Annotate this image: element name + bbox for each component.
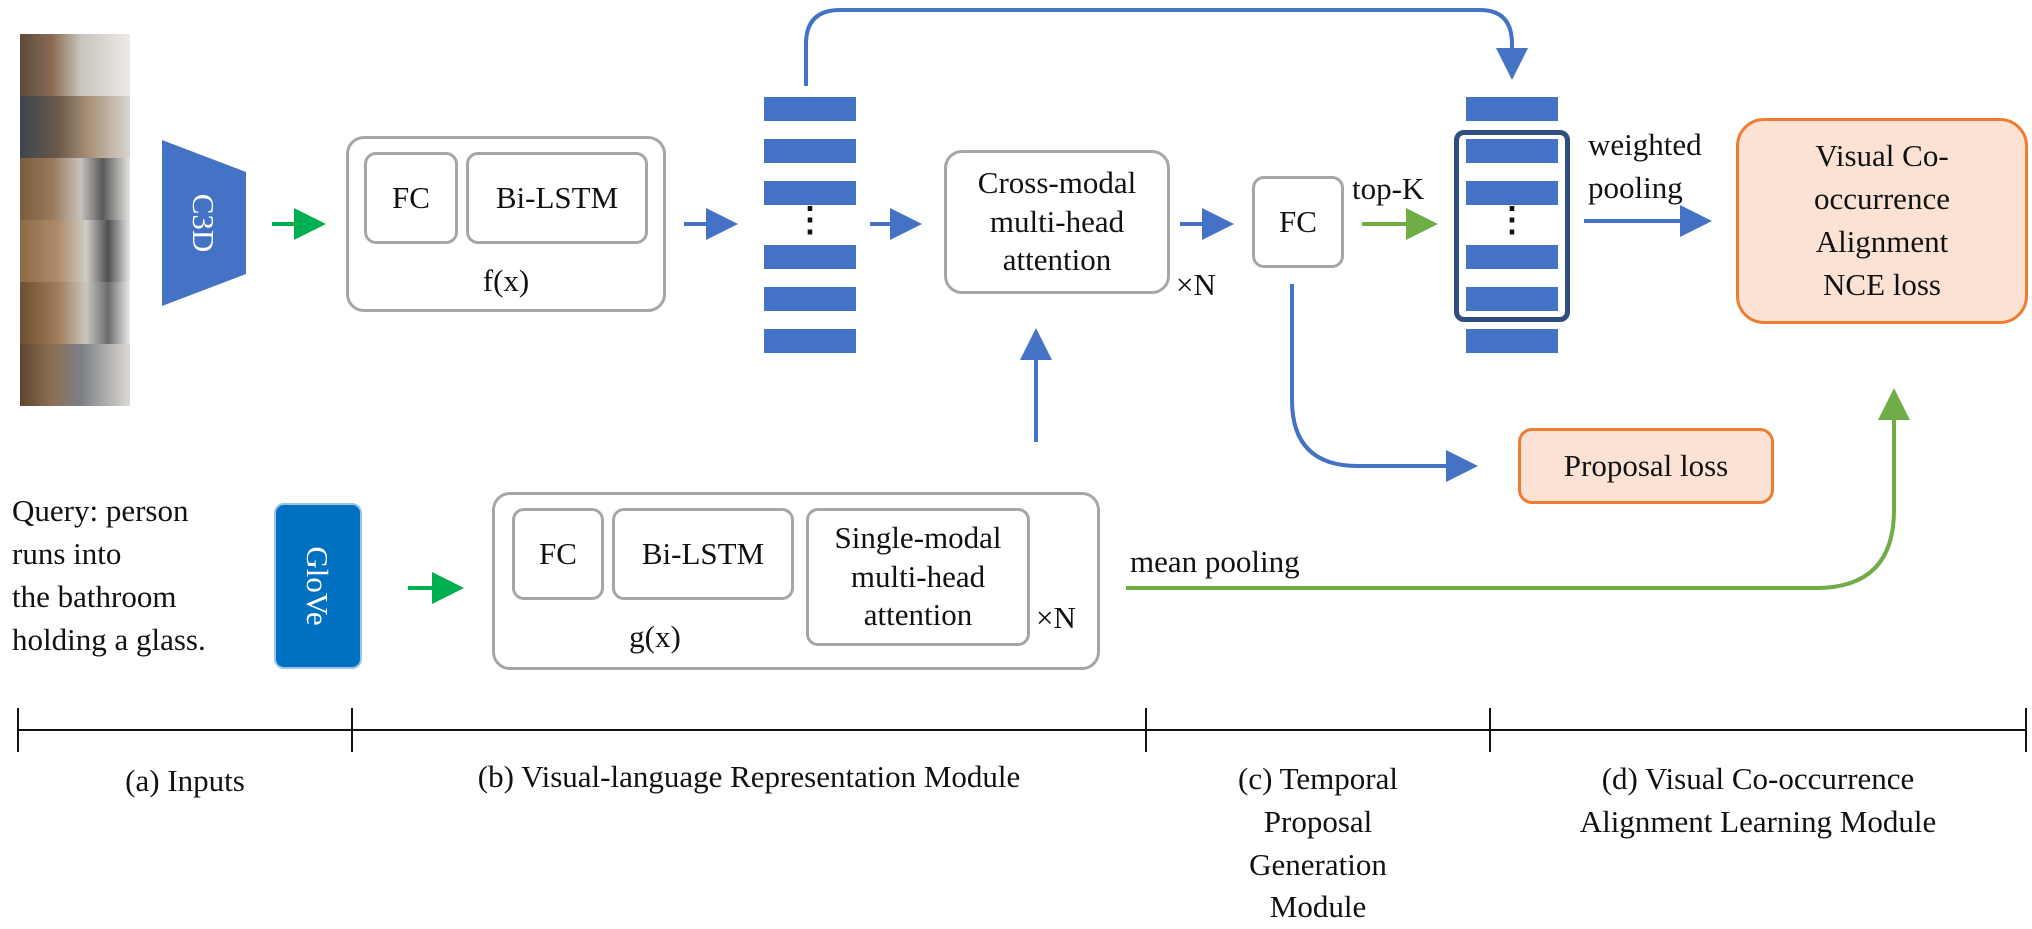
feature-bar [1466, 97, 1558, 121]
visual-fc-block: FC [364, 152, 458, 244]
feature-bar [764, 245, 856, 269]
connector-arrows [272, 8, 1910, 604]
video-frame [20, 282, 130, 344]
feature-bar [764, 181, 856, 205]
module-label-alignment: (d) Visual Co-occurrence Alignment Learn… [1579, 761, 1937, 839]
video-frame [20, 220, 130, 282]
single-modal-attention-block: Single-modal multi-head attention [806, 508, 1030, 646]
text-function-label: g(x) [629, 619, 681, 654]
feature-bar [764, 97, 856, 121]
text-repeat-label: ×N [1036, 600, 1076, 635]
module-label-representation: (b) Visual-language Representation Modul… [477, 759, 1021, 794]
feature-bar [1466, 181, 1558, 205]
query-line-3: the bathroom [12, 579, 177, 614]
feature-bar [1466, 329, 1558, 353]
visual-bilstm-block: Bi-LSTM [466, 152, 648, 244]
c3d-encoder [162, 140, 246, 306]
feature-ellipsis: ⋮ [793, 202, 827, 239]
feature-bar [764, 329, 856, 353]
text-bilstm-block: Bi-LSTM [612, 508, 794, 600]
mean-pooling-label: mean pooling [1130, 544, 1300, 579]
weighted-pooling-label: weighted pooling [1588, 127, 1702, 205]
cross-modal-repeat-label: ×N [1176, 267, 1216, 302]
video-frame [20, 96, 130, 158]
text-fc-block: FC [512, 508, 604, 600]
query-line-4: holding a glass. [12, 622, 206, 657]
feature-bar [1466, 245, 1558, 269]
query-line-1: Query: person [12, 493, 189, 528]
proposal-fc-block: FC [1252, 176, 1344, 268]
glove-encoder [274, 503, 362, 669]
visual-function-label: f(x) [482, 263, 530, 298]
feature-bar [1466, 287, 1558, 311]
module-label-inputs: (a) Inputs [125, 763, 245, 798]
module-label-proposal: (c) Temporal Proposal Generation Module [1238, 761, 1398, 925]
feature-ellipsis: ⋮ [1495, 202, 1529, 239]
module-timeline [17, 708, 2027, 752]
nce-loss-box: Visual Co-occurrence Alignment NCE loss [1736, 118, 2028, 324]
topk-label: top-K [1352, 171, 1425, 206]
arrow-skip-connection [804, 8, 1528, 86]
feature-bar [1466, 139, 1558, 163]
cross-modal-attention-block: Cross-modal multi-head attention [944, 150, 1170, 294]
query-line-2: runs into [12, 536, 122, 571]
arrow-fc-to-proposal-loss [1290, 284, 1478, 482]
arrow-mean-pooling [1126, 388, 1910, 590]
proposal-loss-box: Proposal loss [1518, 428, 1774, 504]
video-frame [20, 344, 130, 406]
video-frame [20, 158, 130, 220]
feature-bar [764, 287, 856, 311]
topk-highlight-frame [1454, 130, 1570, 322]
feature-bar [764, 139, 856, 163]
video-frame [20, 34, 130, 96]
